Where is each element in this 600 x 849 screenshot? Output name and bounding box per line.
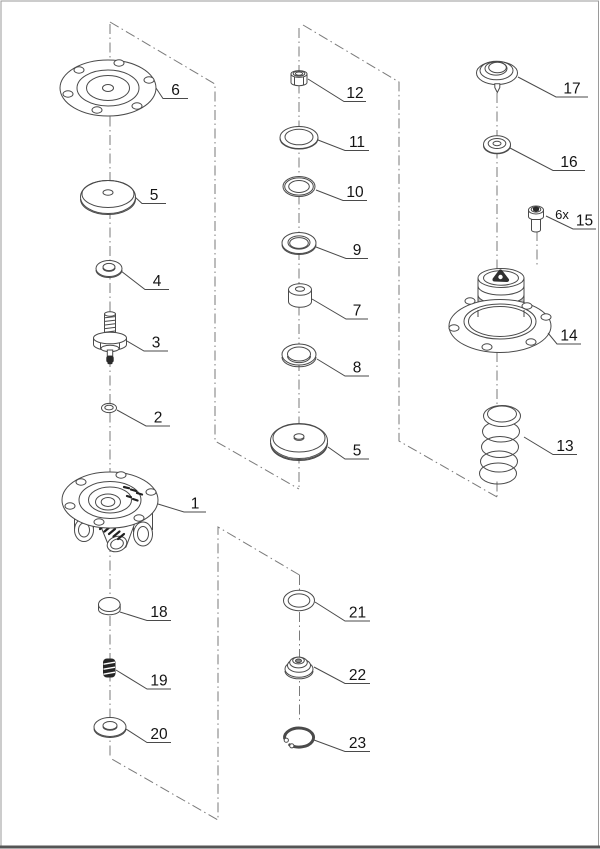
- callout-18-number: 18: [150, 604, 167, 621]
- callout-12-number: 12: [346, 85, 363, 102]
- centerlines: [109, 24, 538, 757]
- callout-16: 16: [509, 147, 585, 171]
- callout-8-number: 8: [353, 360, 362, 377]
- callout-2-number: 2: [154, 410, 163, 427]
- callout-8: 8: [316, 358, 369, 377]
- callout-17-number: 17: [563, 81, 580, 98]
- part-21-o-ring: [283, 589, 315, 612]
- part-9-seal-ring: [281, 232, 317, 255]
- callout-21-number: 21: [349, 605, 366, 622]
- part-23-retaining-ring: [283, 726, 316, 749]
- part-4-washer-bushing: [95, 260, 123, 278]
- callout-13: 13: [523, 436, 577, 455]
- callout-11-number: 11: [349, 134, 365, 151]
- callout-19: 19: [115, 669, 171, 690]
- callout-20: 20: [125, 726, 171, 743]
- callout-11: 11: [317, 134, 369, 151]
- callout-13-number: 13: [556, 438, 573, 455]
- part-10-o-ring: [282, 176, 316, 197]
- part-3-valve-stem: [93, 311, 127, 365]
- callout-23: 23: [313, 735, 370, 752]
- part-5-diaphragm-upper: [80, 180, 136, 215]
- part-17-cap-button: [476, 60, 518, 94]
- boundary-line-lower-left: [109, 526, 300, 821]
- callout-4: 4: [120, 270, 169, 290]
- callout-4-number: 4: [153, 273, 162, 290]
- part-14-bonnet-flange: [448, 268, 552, 353]
- callout-23-number: 23: [349, 735, 366, 752]
- part-18-cap: [98, 597, 121, 616]
- part-20-washer-large: [93, 717, 127, 738]
- boundary-line-right: [302, 24, 498, 498]
- callout-1: 1: [157, 496, 206, 513]
- callout-5-lower: 5: [327, 443, 369, 460]
- callout-22: 22: [313, 666, 370, 684]
- callout-14-number: 14: [560, 328, 578, 345]
- callout-12: 12: [307, 78, 366, 102]
- callout-18: 18: [119, 604, 171, 621]
- part-6-top-cover-flange: [59, 59, 157, 117]
- callout-14: 14: [547, 328, 581, 345]
- callout-2: 2: [116, 410, 170, 427]
- callout-15: 6x 15: [545, 207, 596, 230]
- callout-6: 6: [155, 82, 188, 99]
- callout-3: 3: [126, 335, 168, 352]
- part-2-o-ring-small: [101, 402, 117, 414]
- callout-5-lower-number: 5: [353, 443, 362, 460]
- callout-7-number: 7: [353, 303, 362, 320]
- boundary-line-upper-left: [109, 21, 300, 490]
- callout-16-number: 16: [560, 154, 577, 171]
- callout-10-number: 10: [346, 184, 364, 201]
- callout-9-number: 9: [353, 242, 362, 259]
- callout-20-number: 20: [150, 726, 168, 743]
- callout-10: 10: [315, 184, 367, 201]
- part-22-seat-grommet: [284, 656, 314, 680]
- part-5-diaphragm-lower: [270, 423, 328, 461]
- part-7-spacer-sleeve: [288, 283, 312, 308]
- callout-15-quantity: 6x: [555, 207, 569, 222]
- part-11-washer-flat: [279, 126, 319, 150]
- part-1-valve-body: [61, 471, 159, 553]
- callout-6-number: 6: [171, 82, 180, 99]
- assembly-boundaries: [109, 21, 498, 821]
- callout-5-upper-number: 5: [150, 187, 159, 204]
- callout-1-number: 1: [191, 496, 200, 513]
- part-8-seal-ring: [281, 343, 317, 368]
- callout-19-number: 19: [150, 673, 167, 690]
- part-19-spring-small: [103, 658, 116, 678]
- callout-7: 7: [311, 298, 368, 320]
- part-13-compression-spring: [479, 405, 521, 485]
- callout-17: 17: [517, 76, 588, 98]
- part-12-hex-nut: [290, 70, 308, 87]
- callout-5-upper: 5: [134, 187, 166, 204]
- callout-21: 21: [314, 601, 370, 622]
- callout-3-number: 3: [152, 335, 161, 352]
- callout-9: 9: [315, 242, 368, 259]
- callout-15-number: 15: [576, 213, 593, 230]
- part-15-socket-head-screw: [528, 205, 544, 233]
- part-16-washer: [483, 135, 511, 155]
- callout-22-number: 22: [349, 667, 366, 684]
